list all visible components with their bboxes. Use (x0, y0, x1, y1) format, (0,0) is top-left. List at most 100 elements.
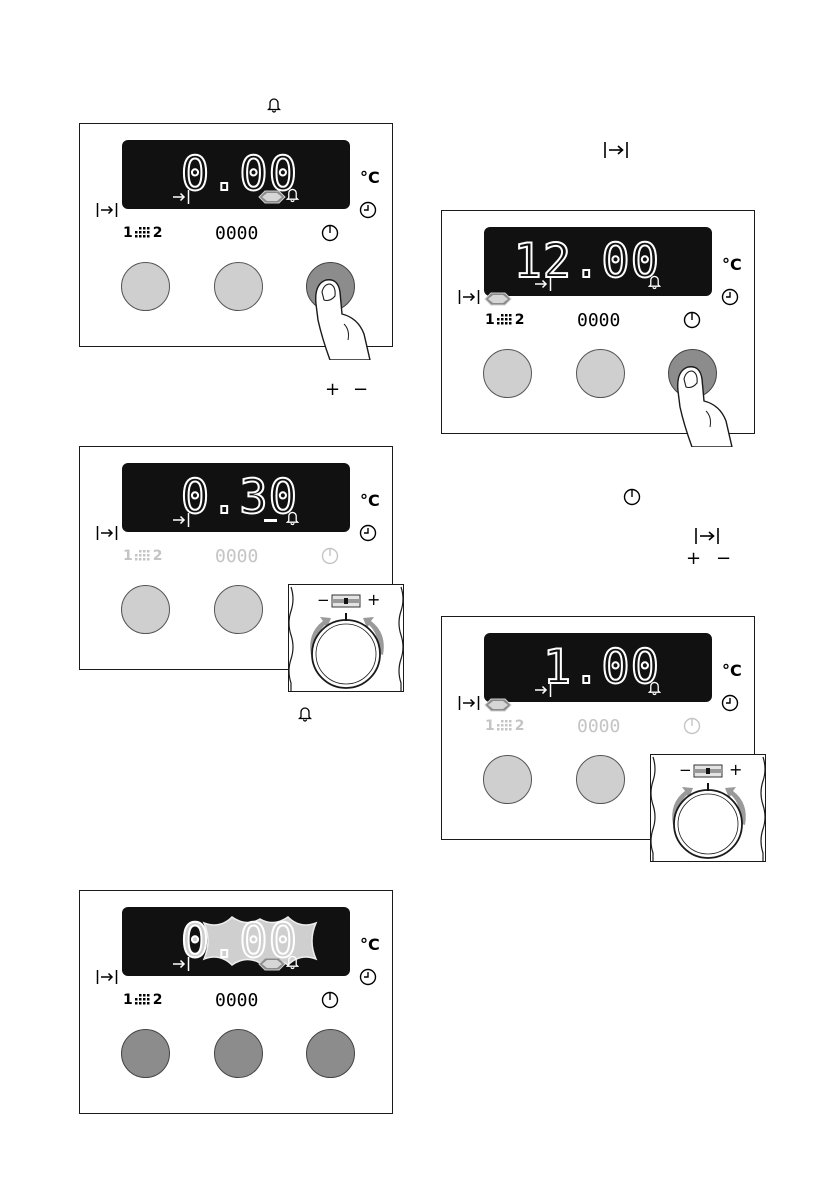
clock-icon (721, 288, 739, 309)
knob-inset: −+ (650, 754, 766, 862)
display-screen: 0.00 (122, 907, 350, 976)
middle-button[interactable] (214, 585, 263, 634)
celsius-label: °C (360, 935, 380, 954)
left-button[interactable] (121, 585, 170, 634)
plus-hint: + (686, 548, 702, 569)
program-grid-icon (134, 994, 150, 1005)
function-code-label: 0000 (215, 223, 259, 244)
function-code-label: 0000 (577, 716, 621, 737)
knob-plus-label: + (367, 590, 381, 609)
knob-plus-label: + (729, 760, 743, 779)
end-time-icon (458, 696, 480, 713)
bell-icon (285, 510, 300, 529)
control-knob[interactable] (673, 789, 743, 859)
celsius-label: °C (722, 255, 742, 274)
end-time-indicator-icon (172, 513, 190, 530)
end-time-indicator-icon (172, 190, 190, 207)
plus-hint: + (325, 379, 341, 400)
timer-clock-icon (683, 311, 701, 332)
program-end-number: 2 (152, 225, 163, 241)
program-end-number: 2 (152, 548, 163, 564)
active-indicator-icon (258, 956, 286, 975)
timer-clock-icon (683, 717, 701, 738)
celsius-label: °C (722, 661, 742, 680)
function-code-label: 0000 (215, 546, 259, 567)
program-grid-icon (496, 720, 512, 731)
minus-hint: − (716, 548, 732, 569)
program-grid-icon (134, 227, 150, 238)
pressing-finger (315, 279, 371, 360)
program-start-number: 1 (123, 992, 133, 1008)
end-time-indicator-icon (534, 277, 552, 294)
bell-icon (647, 680, 662, 699)
program-start-number: 1 (123, 548, 133, 564)
knob-minus-label: − (317, 591, 330, 609)
end-time-indicator-icon (534, 683, 552, 700)
program-end-number: 2 (514, 312, 525, 328)
left-button[interactable] (483, 349, 532, 398)
program-grid-icon (134, 550, 150, 561)
celsius-label: °C (360, 491, 380, 510)
pressing-finger (677, 366, 733, 447)
clock-button[interactable] (306, 1029, 355, 1078)
bell-icon (285, 954, 300, 973)
bell-icon (298, 707, 312, 722)
left-button[interactable] (121, 1029, 170, 1078)
end-time-icon (695, 528, 719, 544)
end-time-icon (96, 970, 118, 987)
timer-clock-icon (321, 224, 339, 245)
time-digits: 1.00 (542, 639, 660, 696)
left-button[interactable] (121, 262, 170, 311)
end-time-icon (96, 203, 118, 220)
end-time-active-indicator-icon (484, 697, 512, 716)
flashing-burst (202, 916, 318, 966)
celsius-label: °C (360, 168, 380, 187)
bell-icon (267, 98, 281, 113)
end-time-icon (458, 290, 480, 307)
knob-minus-label: − (679, 761, 692, 779)
active-indicator-icon (258, 189, 286, 208)
function-code-label: 0000 (215, 990, 259, 1011)
control-knob[interactable] (311, 619, 381, 689)
program-start-number: 1 (485, 718, 495, 734)
display-screen: 12.00 (484, 227, 712, 296)
end-time-icon (96, 526, 118, 543)
middle-button[interactable] (214, 1029, 263, 1078)
program-end-number: 2 (514, 718, 525, 734)
middle-button[interactable] (214, 262, 263, 311)
bell-icon (285, 187, 300, 206)
middle-button[interactable] (576, 755, 625, 804)
display-screen: 1.00 (484, 633, 712, 702)
program-start-number: 1 (485, 312, 495, 328)
program-end-number: 2 (152, 992, 163, 1008)
bell-icon (647, 274, 662, 293)
clock-icon (359, 524, 377, 545)
end-time-indicator-icon (172, 957, 190, 974)
time-digits: 0.30 (180, 469, 298, 526)
clock-icon (721, 694, 739, 715)
minus-hint: − (353, 379, 369, 400)
cursor-underscore (264, 519, 277, 522)
clock-icon (359, 968, 377, 989)
left-button[interactable] (483, 755, 532, 804)
time-digits: 12.00 (513, 233, 660, 290)
program-grid-icon (496, 314, 512, 325)
function-code-label: 0000 (577, 310, 621, 331)
program-start-number: 1 (123, 225, 133, 241)
display-screen: 0.00 (122, 140, 350, 209)
timer-clock-icon (321, 991, 339, 1012)
knob-inset: −+ (288, 584, 404, 692)
end-time-active-indicator-icon (484, 291, 512, 310)
middle-button[interactable] (576, 349, 625, 398)
clock-icon (623, 488, 641, 506)
